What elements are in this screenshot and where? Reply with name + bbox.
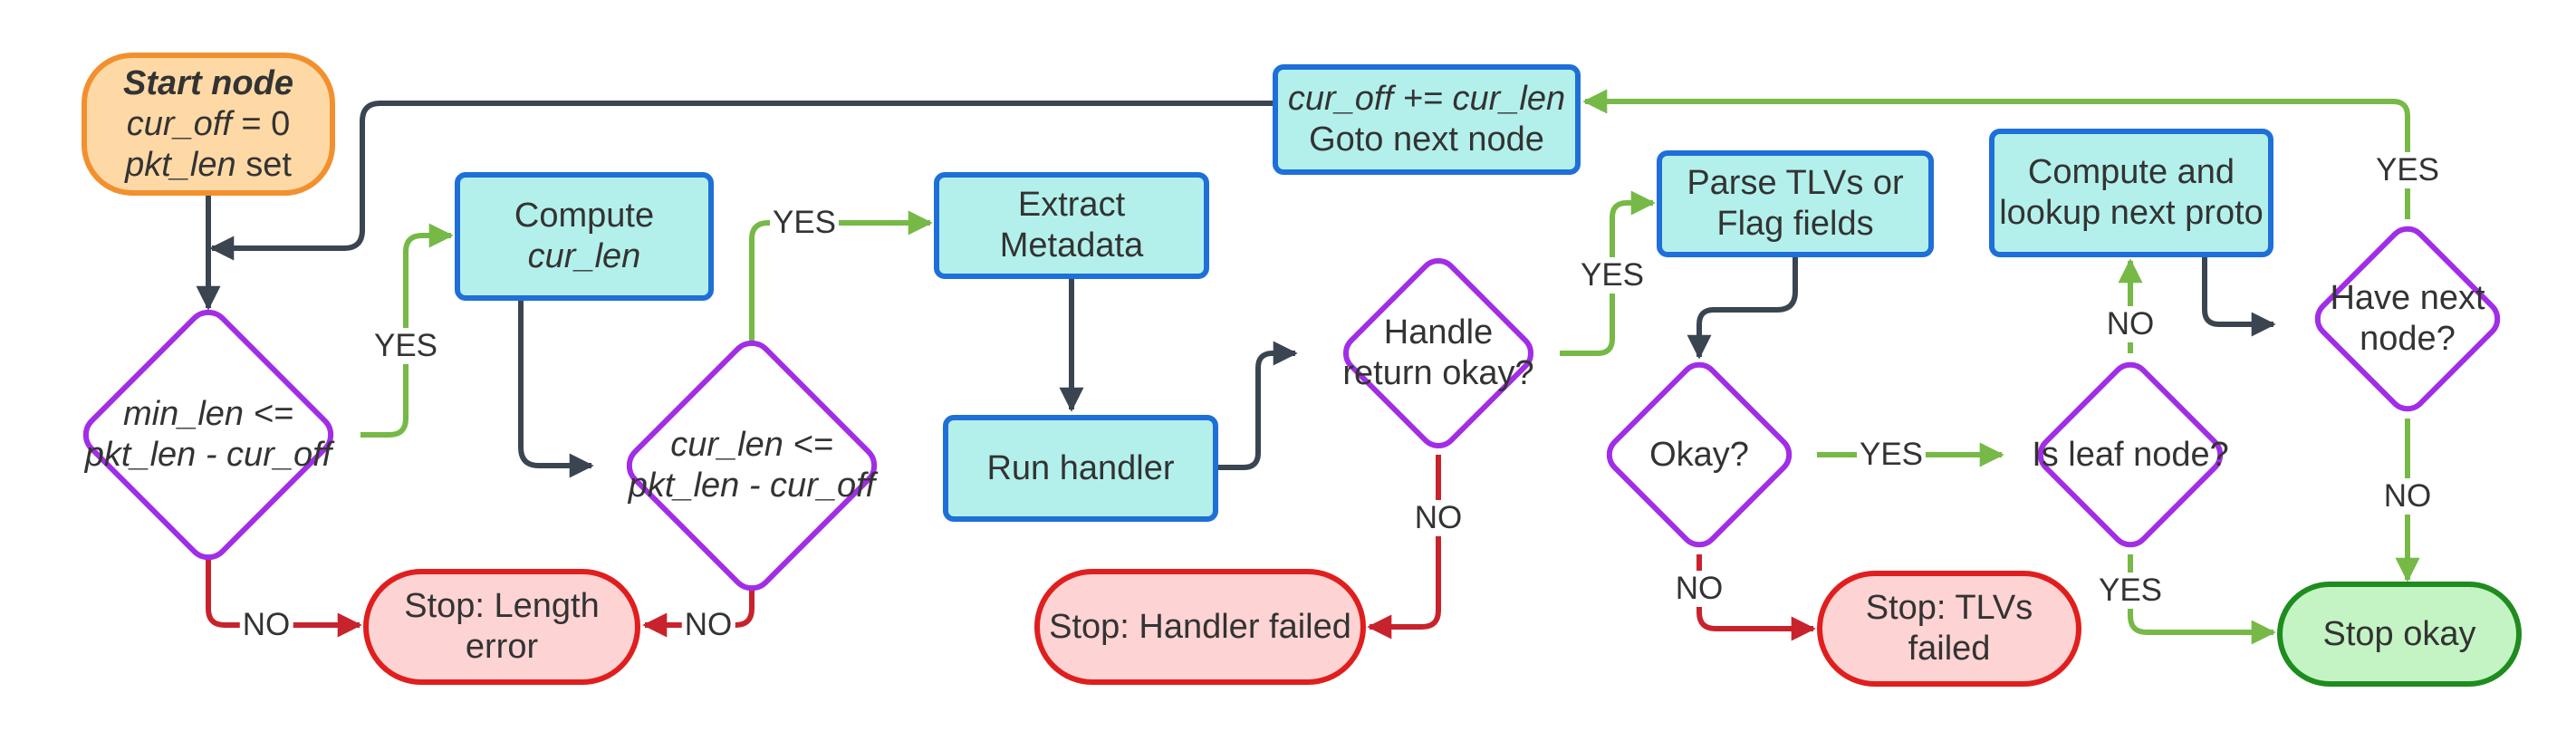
edge-label-cur-len-no: NO xyxy=(681,607,735,643)
edge-compute-to-cur-len-check xyxy=(518,301,594,478)
leaf-decision-shape xyxy=(2037,361,2224,548)
okay-label: Okay? xyxy=(1649,435,1749,474)
start-node: Start node cur_off = 0 pkt_len set xyxy=(82,53,335,196)
leaf-node-label: Is leaf node? xyxy=(2032,435,2229,474)
edge-label-next-yes: YES xyxy=(2372,152,2443,188)
edge-run-to-handle xyxy=(1218,341,1298,470)
compute-cur-len-line1: Compute xyxy=(514,197,655,235)
extract-metadata-line2: Metadata xyxy=(999,226,1144,265)
cur-len-line2: pkt_len - cur_off xyxy=(628,467,876,505)
stop-length-line1: Stop: Length xyxy=(404,587,600,625)
edge-leaf-yes xyxy=(2128,554,2276,645)
cur-len-decision-shape xyxy=(626,340,878,592)
edge-lookup-to-next xyxy=(2202,257,2276,337)
stop-okay-label: Stop okay xyxy=(2322,614,2476,653)
update-offset-node: cur_off += cur_len Goto next node xyxy=(1273,64,1581,175)
okay-decision: Okay? xyxy=(1609,428,1790,482)
edge-label-leaf-no: NO xyxy=(2103,306,2158,342)
next-node-line1: Have next xyxy=(2330,279,2485,317)
next-node-line2: node? xyxy=(2360,320,2456,358)
leaf-node-decision: Is leaf node? xyxy=(2013,428,2248,482)
min-len-decision: min_len <= pkt_len - cur_off xyxy=(45,362,371,507)
compute-lookup-line1: Compute and xyxy=(2027,153,2235,191)
cur-len-line1: cur_len <= xyxy=(670,426,833,464)
handle-decision-shape xyxy=(1342,257,1534,449)
edge-label-next-no: NO xyxy=(2380,478,2435,515)
start-node-line2: cur_off = 0 xyxy=(126,104,291,143)
extract-metadata-node: Extract Metadata xyxy=(934,172,1209,279)
edge-label-handle-yes: YES xyxy=(1577,257,1648,294)
stop-tlvs-line1: Stop: TLVs xyxy=(1865,589,2033,627)
start-node-title: Start node xyxy=(123,63,293,102)
edge-label-handle-no: NO xyxy=(1411,500,1466,536)
edge-update-to-min-len xyxy=(209,101,1273,261)
compute-cur-len-line2: cur_len xyxy=(527,237,641,275)
handle-return-decision: Handle return okay? xyxy=(1302,299,1574,408)
edge-handle-no xyxy=(1367,455,1441,640)
stop-length-error-node: Stop: Length error xyxy=(363,569,640,685)
stop-tlvs-failed-node: Stop: TLVs failed xyxy=(1817,571,2081,687)
parse-tlvs-node: Parse TLVs or Flag fields xyxy=(1657,150,1934,257)
stop-length-line2: error xyxy=(465,628,539,666)
edge-okay-no xyxy=(1697,554,1816,641)
min-len-line2: pkt_len - cur_off xyxy=(84,436,332,474)
edge-cur-len-yes xyxy=(749,210,933,348)
run-handler-label: Run handler xyxy=(986,448,1175,487)
extract-metadata-line1: Extract xyxy=(1017,186,1126,224)
stop-tlvs-line2: failed xyxy=(1908,630,1991,668)
compute-lookup-node: Compute and lookup next proto xyxy=(1989,129,2273,257)
parse-tlvs-line1: Parse TLVs or xyxy=(1687,164,1904,202)
compute-cur-len-node: Compute cur_len xyxy=(455,172,714,301)
edge-label-okay-no: NO xyxy=(1672,571,1726,607)
start-node-line3: pkt_len set xyxy=(125,145,292,184)
compute-lookup-line2: lookup next proto xyxy=(1999,194,2264,232)
edge-min-len-no xyxy=(206,554,362,638)
stop-handler-label: Stop: Handler failed xyxy=(1049,607,1351,646)
update-offset-line1: cur_off += cur_len xyxy=(1287,80,1566,118)
stop-okay-node: Stop okay xyxy=(2277,582,2522,687)
cur-len-decision: cur_len <= pkt_len - cur_off xyxy=(589,393,915,538)
edge-label-min-len-yes: YES xyxy=(370,328,441,364)
next-decision-shape xyxy=(2314,226,2501,412)
update-offset-line2: Goto next node xyxy=(1309,120,1544,159)
edge-label-okay-yes: YES xyxy=(1856,437,1927,473)
edge-cur-len-no xyxy=(642,582,755,638)
edge-label-leaf-yes: YES xyxy=(2095,573,2166,609)
next-node-decision: Have next node? xyxy=(2308,274,2507,364)
edge-parse-to-okay xyxy=(1687,257,1798,360)
handle-return-line2: return okay? xyxy=(1342,354,1534,392)
edge-label-cur-len-yes: YES xyxy=(769,205,840,241)
stop-handler-failed-node: Stop: Handler failed xyxy=(1034,569,1366,685)
edge-next-yes xyxy=(1582,89,2410,219)
okay-decision-shape xyxy=(1606,361,1793,548)
handle-return-line1: Handle xyxy=(1383,313,1494,351)
run-handler-node: Run handler xyxy=(943,415,1218,522)
parse-tlvs-line2: Flag fields xyxy=(1716,205,1874,243)
edge-label-min-len-no: NO xyxy=(239,607,293,643)
min-len-line1: min_len <= xyxy=(122,395,293,433)
min-len-decision-shape xyxy=(82,309,334,561)
